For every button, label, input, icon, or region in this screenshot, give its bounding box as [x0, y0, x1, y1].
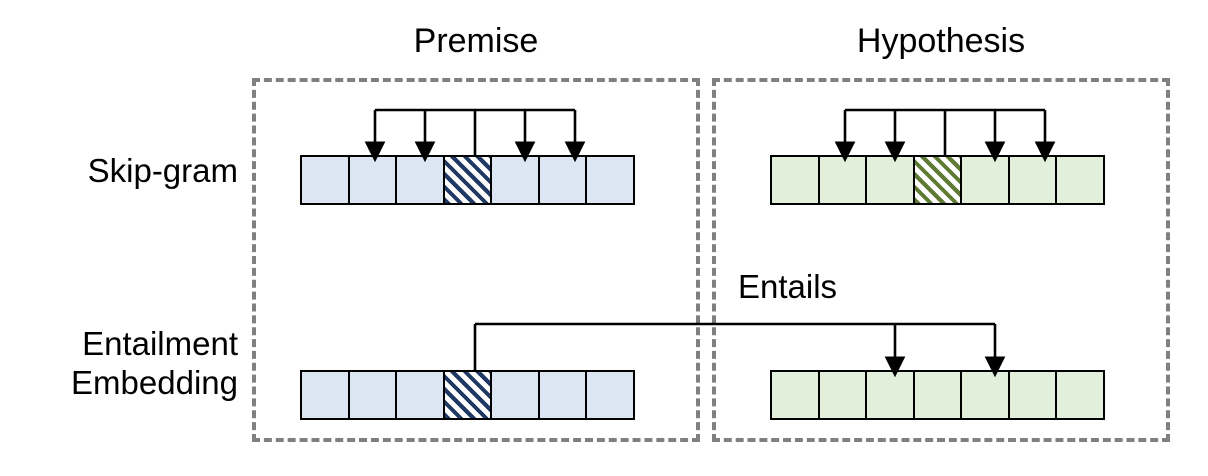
token-cell: [585, 155, 635, 205]
token-cell: [300, 155, 350, 205]
token-cell: [1055, 155, 1105, 205]
token-cell: [1007, 370, 1058, 420]
token-cell-masked: [912, 155, 963, 205]
token-cell: [395, 155, 445, 205]
hypothesis-column-title: Hypothesis: [856, 22, 1026, 60]
token-cell: [770, 155, 820, 205]
token-cell: [865, 155, 915, 205]
row-label-entailment-embedding: Entailment Embedding: [0, 325, 238, 403]
token-cell: [1055, 370, 1105, 420]
row-label-entailment-line2: Embedding: [71, 363, 238, 401]
token-cell: [300, 370, 350, 420]
token-cell-masked: [442, 155, 493, 205]
token-cell: [490, 370, 540, 420]
entails-caption: Entails: [738, 268, 838, 305]
token-cell: [865, 370, 915, 420]
hypothesis-entailment-token-strip: [770, 370, 1105, 420]
token-cell: [960, 370, 1010, 420]
token-cell: [817, 155, 868, 205]
token-cell: [912, 370, 963, 420]
premise-panel: [252, 78, 700, 442]
token-cell: [347, 370, 398, 420]
token-cell: [960, 155, 1010, 205]
token-cell: [537, 155, 588, 205]
premise-skipgram-token-strip: [300, 155, 635, 205]
token-cell: [1007, 155, 1058, 205]
token-cell: [395, 370, 445, 420]
row-label-entailment-line1: Entailment: [82, 325, 238, 362]
token-cell: [347, 155, 398, 205]
token-cell: [537, 370, 588, 420]
token-cell-masked: [442, 370, 493, 420]
premise-entailment-token-strip: [300, 370, 635, 420]
token-cell: [770, 370, 820, 420]
token-cell: [490, 155, 540, 205]
premise-column-title: Premise: [413, 22, 539, 60]
token-cell: [585, 370, 635, 420]
hypothesis-panel: [712, 78, 1170, 442]
hypothesis-skipgram-token-strip: [770, 155, 1105, 205]
row-label-skip-gram: Skip-gram: [87, 152, 238, 189]
token-cell: [817, 370, 868, 420]
